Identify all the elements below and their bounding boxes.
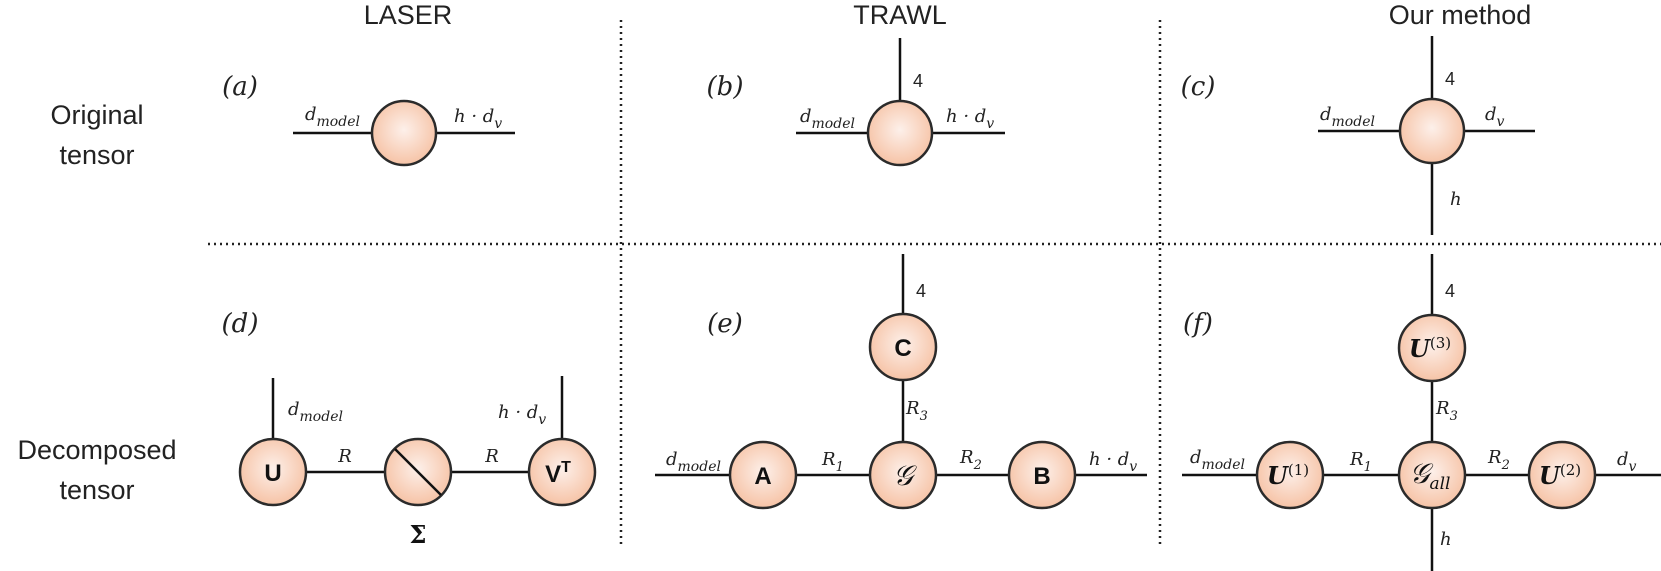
panel-e-tucker-decomposition: C A 𝒢 B 4 R3 R1 R2 dmodel h · dv: [655, 254, 1147, 510]
node-U2-label: U(2): [1539, 461, 1581, 490]
node-U2: [1527, 440, 1597, 510]
edge-label-R-right: R: [484, 446, 499, 467]
panel-label-d: (d): [222, 309, 259, 339]
edge-label-dv: dv: [1617, 449, 1637, 475]
node-U3-label: U(3): [1409, 334, 1451, 363]
edge-label-R1: R1: [1349, 449, 1372, 475]
edge-label-four: 4: [913, 71, 923, 91]
edge-label-h-dv: h · dv: [454, 106, 502, 132]
node-A-label: A: [754, 463, 771, 490]
node-core-G-all-label: 𝒢all: [1410, 457, 1451, 494]
tensor-node: [1398, 97, 1466, 165]
node-B: [1007, 440, 1077, 510]
edge-label-h-dv: h · dv: [1089, 449, 1137, 475]
panel-label-e: (e): [707, 309, 743, 339]
node-VT: [527, 437, 597, 507]
panel-f-our-decomposition: U(3) U(1) 𝒢all U(2) 4 R3 R1 R2 dmodel dv…: [1182, 254, 1661, 571]
diagonal-icon: [394, 448, 442, 496]
edge-label-R2: R2: [1487, 447, 1510, 473]
edge-label-h: h: [1450, 189, 1462, 210]
node-VT-label: VT: [545, 459, 571, 488]
node-U1: [1255, 440, 1325, 510]
edge-label-d-model: dmodel: [305, 104, 360, 130]
edge-label-d-model: dmodel: [666, 449, 721, 475]
panel-d-svd-decomposition: U VT Σ dmodel h · dv R R: [238, 376, 597, 549]
edge-label-d-model: dmodel: [1190, 447, 1245, 473]
column-header-trawl: TRAWL: [853, 0, 947, 30]
panel-c-original-4way: 4 dmodel dv h: [1318, 36, 1535, 235]
node-Sigma-label: Σ: [410, 520, 427, 549]
node-U: [238, 437, 308, 507]
panel-b-original-3way: 4 dmodel h · dv: [796, 38, 1005, 167]
panel-label-f: (f): [1183, 309, 1213, 339]
edge-label-h-dv: h · dv: [946, 106, 994, 132]
row-label-decomposed-line1: Decomposed: [17, 435, 176, 465]
tensor-node: [866, 99, 934, 167]
node-B-label: B: [1033, 463, 1050, 490]
row-label-original-line2: tensor: [59, 140, 134, 170]
edge-label-four: 4: [1445, 69, 1455, 89]
row-label-decomposed-line2: tensor: [59, 475, 134, 505]
edge-label-d-model: dmodel: [1320, 104, 1375, 130]
panel-label-b: (b): [707, 72, 744, 102]
edge-label-R-left: R: [337, 446, 352, 467]
edge-label-d-model: dmodel: [800, 106, 855, 132]
edge-label-dv: dv: [1485, 104, 1505, 130]
node-core-G-all: [1397, 440, 1467, 510]
panel-a-original-matrix: dmodel h · dv: [293, 99, 515, 167]
edge-label-R2: R2: [959, 447, 982, 473]
edge-label-h: h: [1440, 529, 1452, 550]
node-U-label: U: [264, 460, 281, 487]
edge-label-four: 4: [916, 281, 926, 301]
edge-label-four: 4: [1445, 281, 1455, 301]
tensor-node: [370, 99, 438, 167]
row-label-original-line1: Original: [50, 100, 143, 130]
node-C-label: C: [894, 335, 911, 362]
edge-label-d-model: dmodel: [288, 399, 343, 425]
edge-label-R3: R3: [1435, 398, 1458, 424]
node-core-G: [868, 440, 938, 510]
node-U1-label: U(1): [1267, 461, 1309, 490]
node-U3: [1397, 313, 1467, 383]
node-A: [728, 440, 798, 510]
panel-label-a: (a): [222, 72, 258, 102]
node-C: [868, 312, 938, 382]
edge-label-R1: R1: [821, 449, 844, 475]
column-header-laser: LASER: [364, 0, 453, 30]
edge-label-h-dv: h · dv: [498, 402, 546, 428]
column-header-our-method: Our method: [1389, 0, 1532, 30]
edge-label-R3: R3: [905, 398, 928, 424]
panel-label-c: (c): [1181, 72, 1216, 102]
